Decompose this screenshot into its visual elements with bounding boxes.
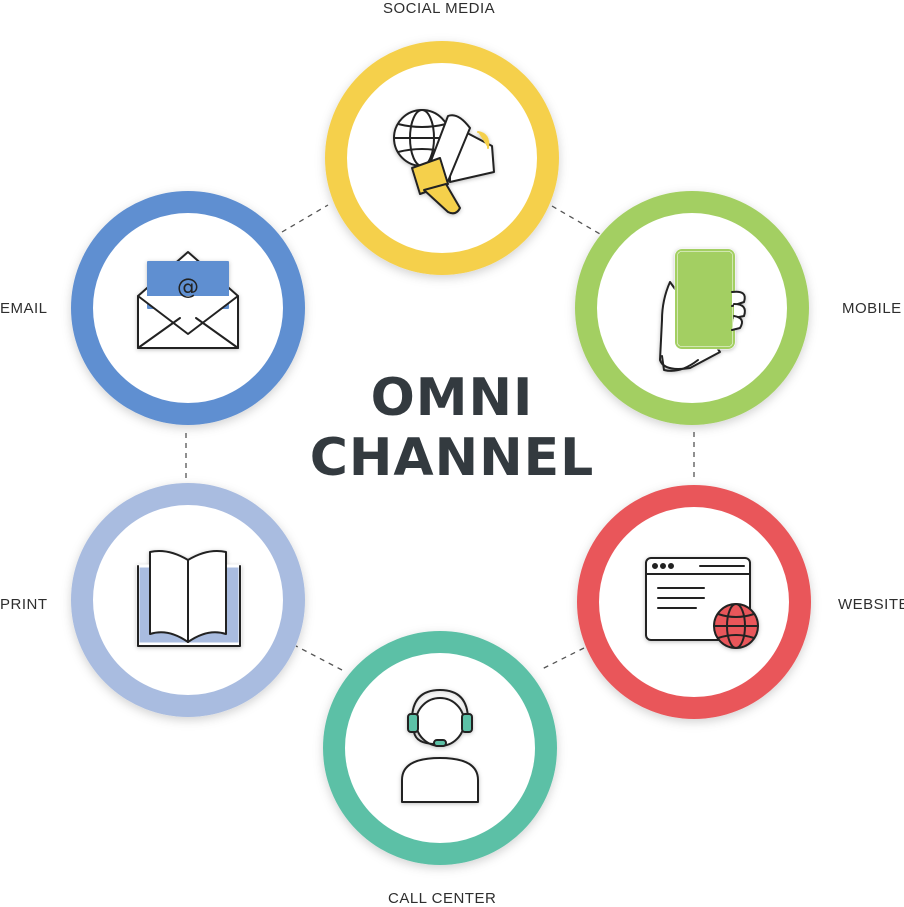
connector-social-mobile <box>551 205 601 235</box>
open-book-icon <box>136 550 242 647</box>
mobile-phone-icon <box>659 248 746 372</box>
label-call-center: CALL CENTER <box>388 890 497 907</box>
ring-call-center <box>323 631 557 865</box>
center-title-line2: CHANNEL <box>309 428 595 488</box>
connectors <box>185 204 695 671</box>
label-website: WEBSITE <box>838 596 904 613</box>
label-email: EMAIL <box>0 300 48 317</box>
connector-email-social <box>281 204 329 233</box>
envelope-at-icon: @ <box>137 251 239 349</box>
center-title-line1: OMNI <box>370 368 534 428</box>
headset-agent-icon <box>401 689 479 803</box>
browser-globe-icon <box>645 557 759 649</box>
label-social-media: SOCIAL MEDIA <box>383 0 496 17</box>
connector-website-callcenter <box>539 647 585 671</box>
label-print: PRINT <box>0 596 48 613</box>
svg-text:@: @ <box>177 275 199 300</box>
label-mobile: MOBILE <box>842 300 902 317</box>
connector-callcenter-print <box>295 645 343 671</box>
megaphone-globe-icon <box>393 109 495 215</box>
